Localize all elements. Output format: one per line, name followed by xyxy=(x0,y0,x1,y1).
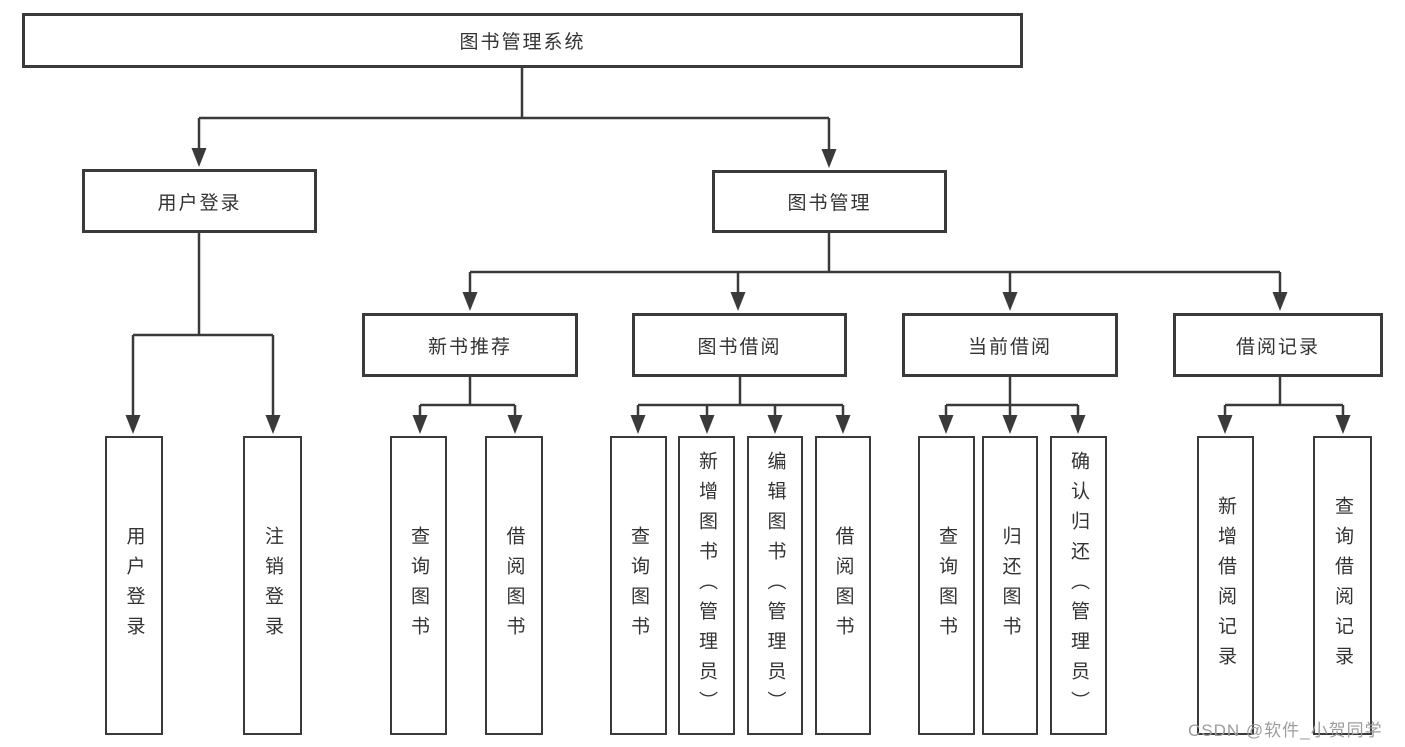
node-label: 用户登录 xyxy=(157,192,242,214)
leaf-label: 查询图书 xyxy=(936,525,957,646)
leaf-label: 确认归还（管理员） xyxy=(1068,450,1089,721)
leaf-query-book-borrowing: 查询图书 xyxy=(610,436,667,735)
node-label: 图书管理系统 xyxy=(459,32,586,53)
leaf-label: 借阅图书 xyxy=(503,525,525,646)
node-book-borrowing: 图书借阅 xyxy=(632,313,847,377)
leaf-borrow-book-recommend: 借阅图书 xyxy=(485,436,543,735)
leaf-query-borrow-record: 查询借阅记录 xyxy=(1313,436,1372,735)
leaf-label: 查询图书 xyxy=(628,525,649,646)
leaf-label: 注销登录 xyxy=(262,525,283,646)
leaf-borrow-book: 借阅图书 xyxy=(815,436,871,735)
leaf-label: 查询借阅记录 xyxy=(1332,495,1353,676)
leaf-logout: 注销登录 xyxy=(243,436,302,735)
node-new-book-recommend: 新书推荐 xyxy=(362,313,578,377)
leaf-add-borrow-record: 新增借阅记录 xyxy=(1197,436,1254,735)
leaf-user-login: 用户登录 xyxy=(105,436,163,735)
node-label: 当前借阅 xyxy=(967,336,1052,358)
leaf-edit-book-admin: 编辑图书（管理员） xyxy=(747,436,803,735)
node-label: 图书借阅 xyxy=(697,336,782,358)
node-label: 借阅记录 xyxy=(1235,336,1320,358)
node-label: 图书管理 xyxy=(787,193,872,214)
leaf-label: 新增借阅记录 xyxy=(1215,495,1236,676)
leaf-query-book-recommend: 查询图书 xyxy=(390,436,447,735)
node-borrow-records: 借阅记录 xyxy=(1173,313,1383,377)
leaf-label: 借阅图书 xyxy=(832,525,854,646)
leaf-label: 归还图书 xyxy=(999,525,1021,646)
node-label: 新书推荐 xyxy=(427,336,512,358)
leaf-label: 用户登录 xyxy=(123,525,145,646)
node-book-management: 图书管理 xyxy=(712,170,947,233)
leaf-label: 新增图书（管理员） xyxy=(696,450,717,721)
watermark: CSDN @软件_小贺同学 xyxy=(1188,721,1383,740)
node-library-system: 图书管理系统 xyxy=(22,13,1023,68)
leaf-label: 查询图书 xyxy=(408,525,429,646)
leaf-label: 编辑图书（管理员） xyxy=(764,450,786,721)
leaf-return-book: 归还图书 xyxy=(982,436,1038,735)
leaf-query-book-current: 查询图书 xyxy=(918,436,975,735)
node-current-borrowing: 当前借阅 xyxy=(902,313,1118,377)
leaf-confirm-return-admin: 确认归还（管理员） xyxy=(1050,436,1107,735)
node-user-login: 用户登录 xyxy=(82,169,317,233)
leaf-add-book-admin: 新增图书（管理员） xyxy=(678,436,735,735)
